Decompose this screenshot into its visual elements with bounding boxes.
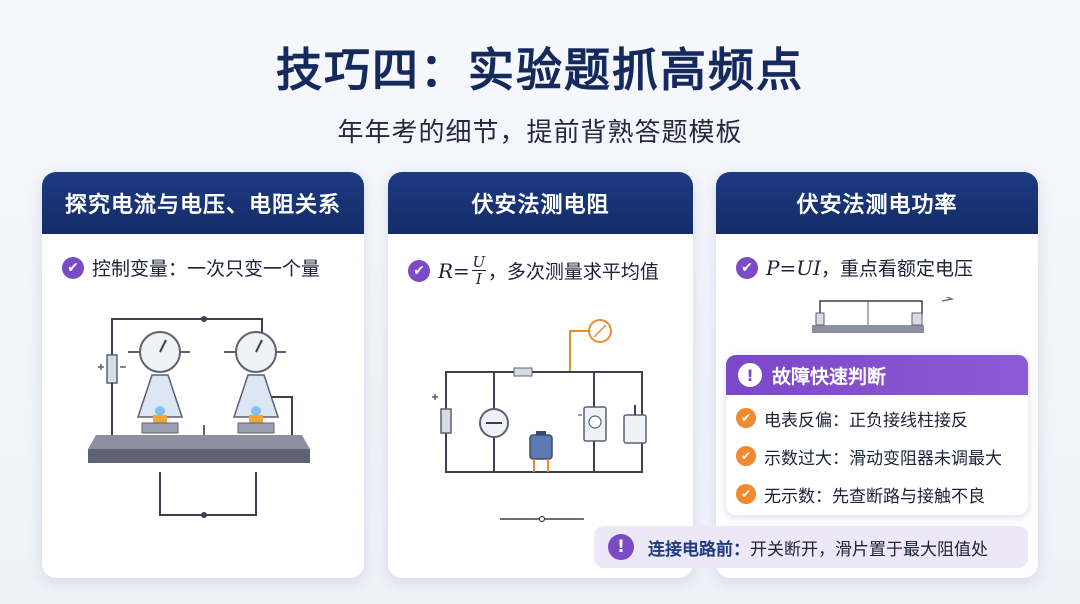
fault-item-text: 示数过大：滑动变阻器未调最大 [764, 448, 1002, 469]
fault-item-text: 无示数：先查断路与接触不良 [764, 486, 985, 507]
fault-header: ! 故障快速判断 [726, 355, 1028, 395]
formula-fraction: U I [471, 253, 486, 288]
circuit-diagram [432, 319, 647, 523]
fault-title: 故障快速判断 [772, 365, 887, 388]
fault-item: ✔ 示数过大：滑动变阻器未调最大 [726, 437, 1028, 475]
point-text: ，多次测量求平均值 [487, 261, 659, 283]
check-icon: ✔ [736, 408, 756, 428]
check-icon: ✔ [736, 446, 756, 466]
circuit-connection-note: ! 连接电路前： 开关断开，滑片置于最大阻值处 [594, 526, 1028, 568]
fault-item: ✔ 无示数：先查断路与接触不良 [726, 475, 1028, 513]
note-label: 连接电路前： [648, 539, 750, 560]
fault-diagnosis-panel: ! 故障快速判断 ✔ 电表反偏：正负接线柱接反 ✔ 示数过大：滑动变阻器未调最大… [726, 355, 1028, 515]
card-voltammetry-resistance: 伏安法测电阻 ✔ R= U I ，多次测量求平均值 [388, 172, 693, 578]
card-header: 伏安法测电功率 [716, 172, 1038, 234]
fault-item-text: 电表反偏：正负接线柱接反 [764, 410, 968, 431]
point-text: 控制变量：一次只变一个量 [92, 258, 321, 280]
page-subtitle: 年年考的细节，提前背熟答题模板 [337, 118, 743, 148]
formula-denominator: I [475, 270, 482, 288]
fault-item: ✔ 电表反偏：正负接线柱接反 [726, 399, 1028, 437]
card-point: ✔ P=UI ，重点看额定电压 [736, 254, 973, 281]
check-icon: ✔ [62, 256, 84, 279]
power-circuit-illustration [812, 297, 955, 333]
card-header: 伏安法测电阻 [388, 172, 693, 234]
card-current-voltage-resistance: 探究电流与电压、电阻关系 ✔ 控制变量：一次只变一个量 [42, 172, 364, 578]
card-point: ✔ 控制变量：一次只变一个量 [62, 254, 320, 281]
page-title: 技巧四：实验题抓高频点 [276, 43, 804, 97]
check-icon: ✔ [736, 256, 758, 279]
check-icon: ✔ [736, 484, 756, 504]
formula-lhs: R= [438, 258, 470, 283]
formula-numerator: U [472, 253, 486, 271]
card-header: 探究电流与电压、电阻关系 [42, 172, 364, 234]
lab-apparatus-illustration [88, 316, 310, 518]
formula: P=UI [766, 255, 821, 280]
card-point: ✔ R= U I ，多次测量求平均值 [408, 254, 659, 287]
check-icon: ✔ [408, 259, 430, 282]
note-text: 开关断开，滑片置于最大阻值处 [750, 539, 988, 560]
warning-icon: ! [738, 363, 762, 387]
point-text: ，重点看额定电压 [820, 258, 973, 280]
warning-icon: ! [608, 534, 634, 560]
